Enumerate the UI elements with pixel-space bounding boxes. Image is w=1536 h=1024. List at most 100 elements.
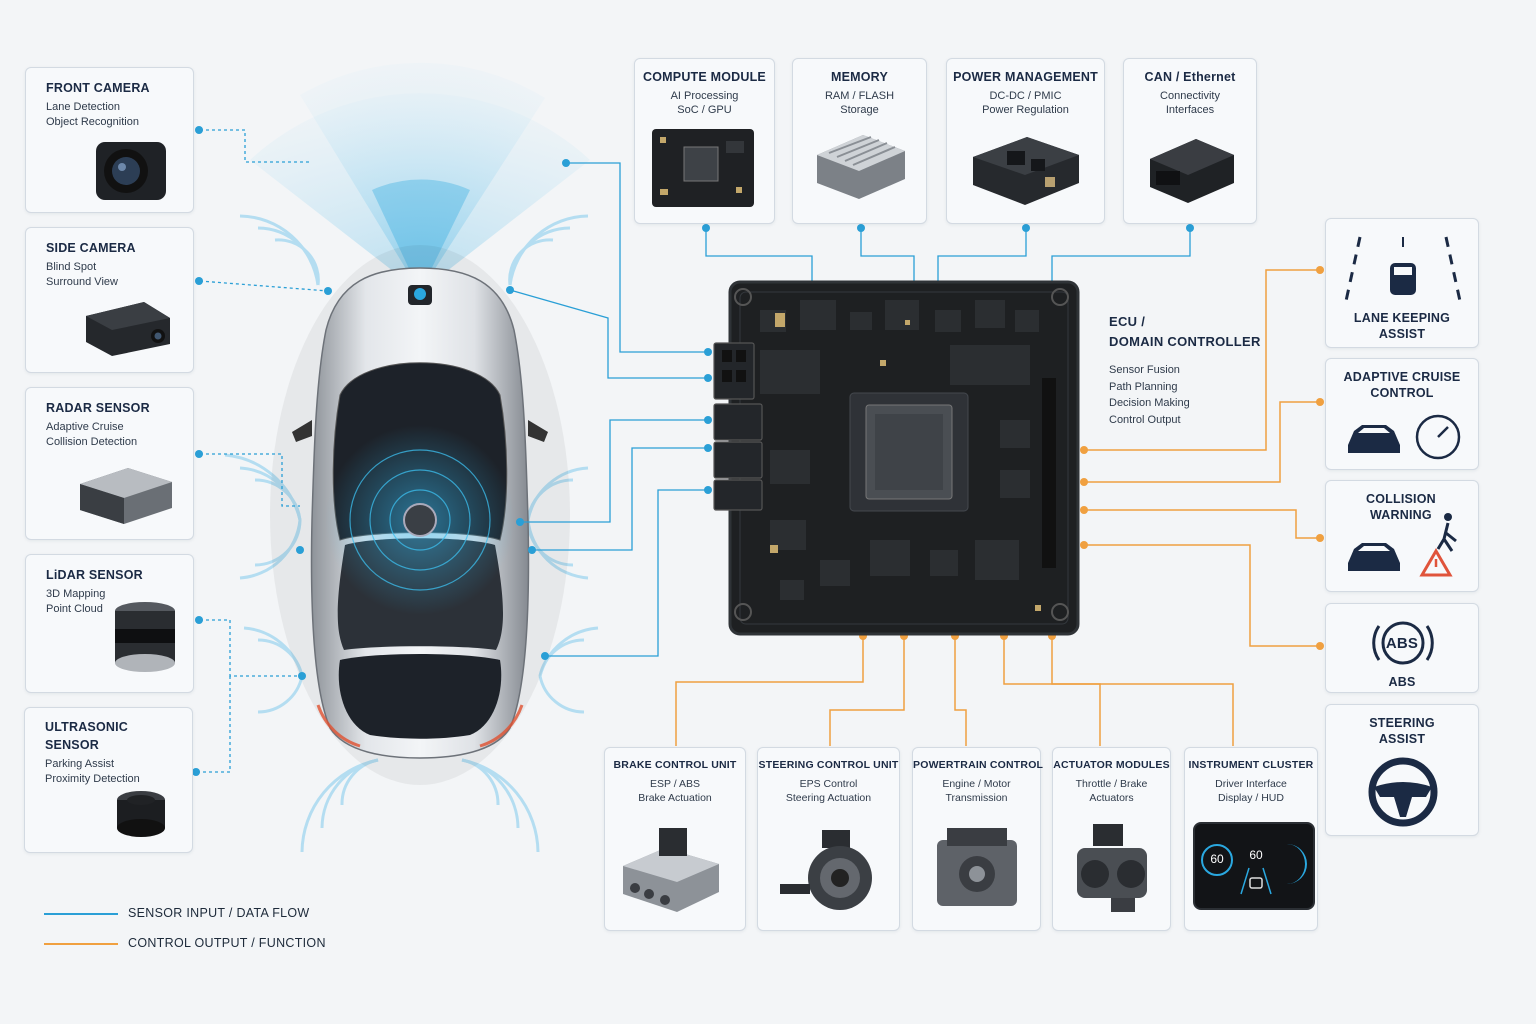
sensor-lines — [197, 129, 1191, 773]
instrument-cluster-icon: 60 60 — [1193, 822, 1315, 910]
connector-icon — [1150, 139, 1234, 203]
lane-keeping-icon — [1344, 236, 1462, 302]
side-camera-title: SIDE CAMERA — [46, 241, 136, 255]
side-camera-line-1: Blind Spot — [46, 261, 97, 273]
actuator-icon — [1077, 824, 1147, 912]
steering-assist-title-2: ASSIST — [1378, 732, 1426, 746]
sensor-dots — [192, 126, 1194, 776]
abs-card[interactable]: ABS ABS — [1325, 603, 1479, 693]
lidar-sensor-title: LiDAR SENSOR — [46, 568, 143, 582]
can-ethernet-line-1: Connectivity — [1160, 90, 1220, 102]
memory-line-2: Storage — [840, 104, 879, 116]
compute-module-card[interactable]: COMPUTE MODULE AI Processing SoC / GPU — [634, 58, 775, 224]
brake-control-unit-line-1: ESP / ABS — [649, 778, 700, 790]
compute-module-line-1: AI Processing — [670, 90, 739, 102]
powertrain-control-card[interactable]: POWERTRAIN CONTROL Engine / Motor Transm… — [912, 747, 1044, 931]
front-camera-title: FRONT CAMERA — [46, 81, 150, 95]
ecu-title-2: DOMAIN CONTROLLER — [1109, 334, 1261, 349]
cluster-speed-right: 60 — [1249, 848, 1263, 862]
ecu-line-4: Control Output — [1109, 413, 1181, 426]
control-lines — [675, 269, 1320, 746]
legend-sensor-label: SENSOR INPUT / DATA FLOW — [128, 906, 310, 920]
power-management-line-2: Power Regulation — [982, 104, 1069, 116]
steering-control-unit-title: STEERING CONTROL UNIT — [758, 759, 899, 771]
collision-warning-title-2: WARNING — [1370, 508, 1432, 522]
front-camera-fov — [250, 62, 590, 293]
lane-keeping-title-2: ASSIST — [1378, 327, 1426, 341]
can-ethernet-line-2: Interfaces — [1165, 104, 1215, 116]
ecu-line-3: Decision Making — [1109, 397, 1190, 409]
ultrasonic-icon — [117, 791, 165, 837]
adaptive-cruise-card[interactable]: ADAPTIVE CRUISE CONTROL — [1325, 358, 1479, 470]
actuator-modules-card[interactable]: ACTUATOR MODULES Throttle / Brake Actuat… — [1052, 747, 1171, 931]
ecu-label: ECU / DOMAIN CONTROLLER Sensor Fusion Pa… — [1109, 312, 1261, 428]
lane-keeping-card[interactable]: LANE KEEPING ASSIST — [1325, 218, 1479, 348]
power-management-card[interactable]: POWER MANAGEMENT DC-DC / PMIC Power Regu… — [946, 58, 1105, 224]
brake-unit-icon — [623, 828, 719, 912]
steering-control-unit-line-2: Steering Actuation — [785, 792, 872, 804]
can-ethernet-card[interactable]: CAN / Ethernet Connectivity Interfaces — [1123, 58, 1257, 224]
abs-badge-text: ABS — [1385, 635, 1419, 652]
compute-module-line-2: SoC / GPU — [677, 104, 732, 116]
ultrasonic-sensor-line-1: Parking Assist — [45, 758, 115, 770]
sensor-waves — [224, 214, 599, 853]
memory-card[interactable]: MEMORY RAM / FLASH Storage — [792, 58, 927, 224]
steering-control-unit-line-1: EPS Control — [799, 778, 858, 790]
brake-control-unit-card[interactable]: BRAKE CONTROL UNIT ESP / ABS Brake Actua… — [604, 747, 746, 931]
lidar-sensor-card[interactable]: LiDAR SENSOR 3D Mapping Point Cloud — [25, 554, 194, 693]
actuator-modules-line-2: Actuators — [1089, 792, 1134, 804]
brake-control-unit-title: BRAKE CONTROL UNIT — [613, 759, 737, 771]
instrument-cluster-card[interactable]: INSTRUMENT CLUSTER Driver Interface Disp… — [1184, 747, 1318, 931]
front-camera-line-1: Lane Detection — [46, 101, 120, 113]
adaptive-cruise-title-1: ADAPTIVE CRUISE — [1343, 370, 1461, 384]
side-camera-line-2: Surround View — [46, 276, 118, 288]
instrument-cluster-line-1: Driver Interface — [1215, 778, 1287, 790]
power-management-line-1: DC-DC / PMIC — [989, 90, 1062, 102]
collision-warning-title-1: COLLISION — [1366, 492, 1436, 506]
power-management-title: POWER MANAGEMENT — [953, 70, 1098, 84]
radar-sensor-line-1: Adaptive Cruise — [46, 421, 124, 433]
cruise-control-icon — [1348, 414, 1461, 460]
cluster-road-icon — [1240, 867, 1272, 895]
cluster-speed-left: 60 — [1210, 852, 1224, 866]
instrument-cluster-line-2: Display / HUD — [1218, 792, 1284, 804]
lidar-sensor-line-1: 3D Mapping — [46, 588, 106, 600]
actuator-modules-line-1: Throttle / Brake — [1075, 778, 1148, 790]
abs-icon — [1372, 621, 1434, 665]
brake-control-unit-line-2: Brake Actuation — [638, 792, 712, 804]
lidar-sensor-line-2: Point Cloud — [46, 603, 103, 615]
power-module-icon — [973, 137, 1079, 205]
front-camera-card[interactable]: FRONT CAMERA Lane Detection Object Recog… — [25, 67, 194, 213]
adaptive-cruise-title-2: CONTROL — [1370, 386, 1434, 400]
steering-control-unit-card[interactable]: STEERING CONTROL UNIT EPS Control Steeri… — [757, 747, 900, 931]
vehicle-top-view — [270, 245, 570, 785]
powertrain-control-title: POWERTRAIN CONTROL — [913, 759, 1044, 771]
ultrasonic-sensor-title-2: SENSOR — [45, 738, 99, 752]
legend-control-label: CONTROL OUTPUT / FUNCTION — [128, 936, 326, 950]
memory-heatsink-icon — [817, 135, 905, 199]
instrument-cluster-title: INSTRUMENT CLUSTER — [1188, 759, 1314, 771]
radar-sensor-title: RADAR SENSOR — [46, 401, 150, 415]
powertrain-control-line-1: Engine / Motor — [942, 778, 1011, 790]
collision-warning-card[interactable]: COLLISION WARNING — [1325, 480, 1479, 592]
side-camera-icon — [86, 302, 170, 356]
steering-assist-card[interactable]: STEERING ASSIST — [1325, 704, 1479, 836]
front-camera-line-2: Object Recognition — [46, 116, 139, 128]
ecu-title-1: ECU / — [1109, 314, 1146, 329]
memory-line-1: RAM / FLASH — [824, 90, 895, 102]
compute-module-title: COMPUTE MODULE — [643, 70, 766, 84]
ecu-board — [713, 280, 1080, 636]
radar-sensor-card[interactable]: RADAR SENSOR Adaptive Cruise Collision D… — [25, 387, 194, 540]
radar-icon — [80, 468, 172, 524]
ecu-line-2: Path Planning — [1109, 380, 1178, 393]
steering-wheel-icon — [1368, 757, 1438, 827]
chip-board-icon — [652, 129, 754, 207]
steering-assist-title-1: STEERING — [1369, 716, 1435, 730]
powertrain-control-line-2: Transmission — [945, 792, 1008, 804]
radar-sensor-line-2: Collision Detection — [46, 436, 138, 448]
side-camera-card[interactable]: SIDE CAMERA Blind Spot Surround View — [25, 227, 194, 373]
ultrasonic-sensor-card[interactable]: ULTRASONIC SENSOR Parking Assist Proximi… — [24, 707, 193, 853]
ultrasonic-sensor-line-2: Proximity Detection — [45, 773, 140, 785]
engine-icon — [937, 828, 1017, 906]
